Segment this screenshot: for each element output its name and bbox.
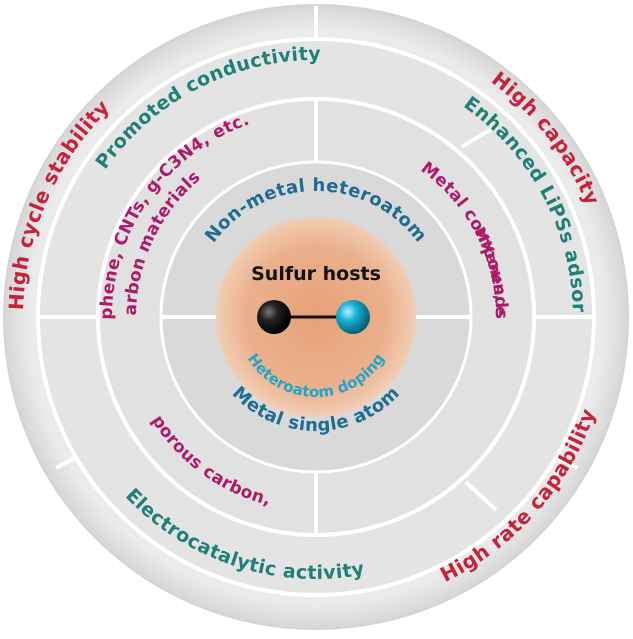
carbon-atom-icon xyxy=(257,300,291,334)
third-separator-lower-right xyxy=(464,480,498,512)
heteroatom-icon xyxy=(336,300,370,334)
ring-separators xyxy=(38,6,594,535)
dopant-molecule xyxy=(257,300,370,334)
outer-separator-left xyxy=(55,455,77,470)
third-separator-upper-right xyxy=(459,124,499,149)
outer-separator-right xyxy=(554,455,578,470)
center-title: Sulfur hosts xyxy=(251,263,381,285)
